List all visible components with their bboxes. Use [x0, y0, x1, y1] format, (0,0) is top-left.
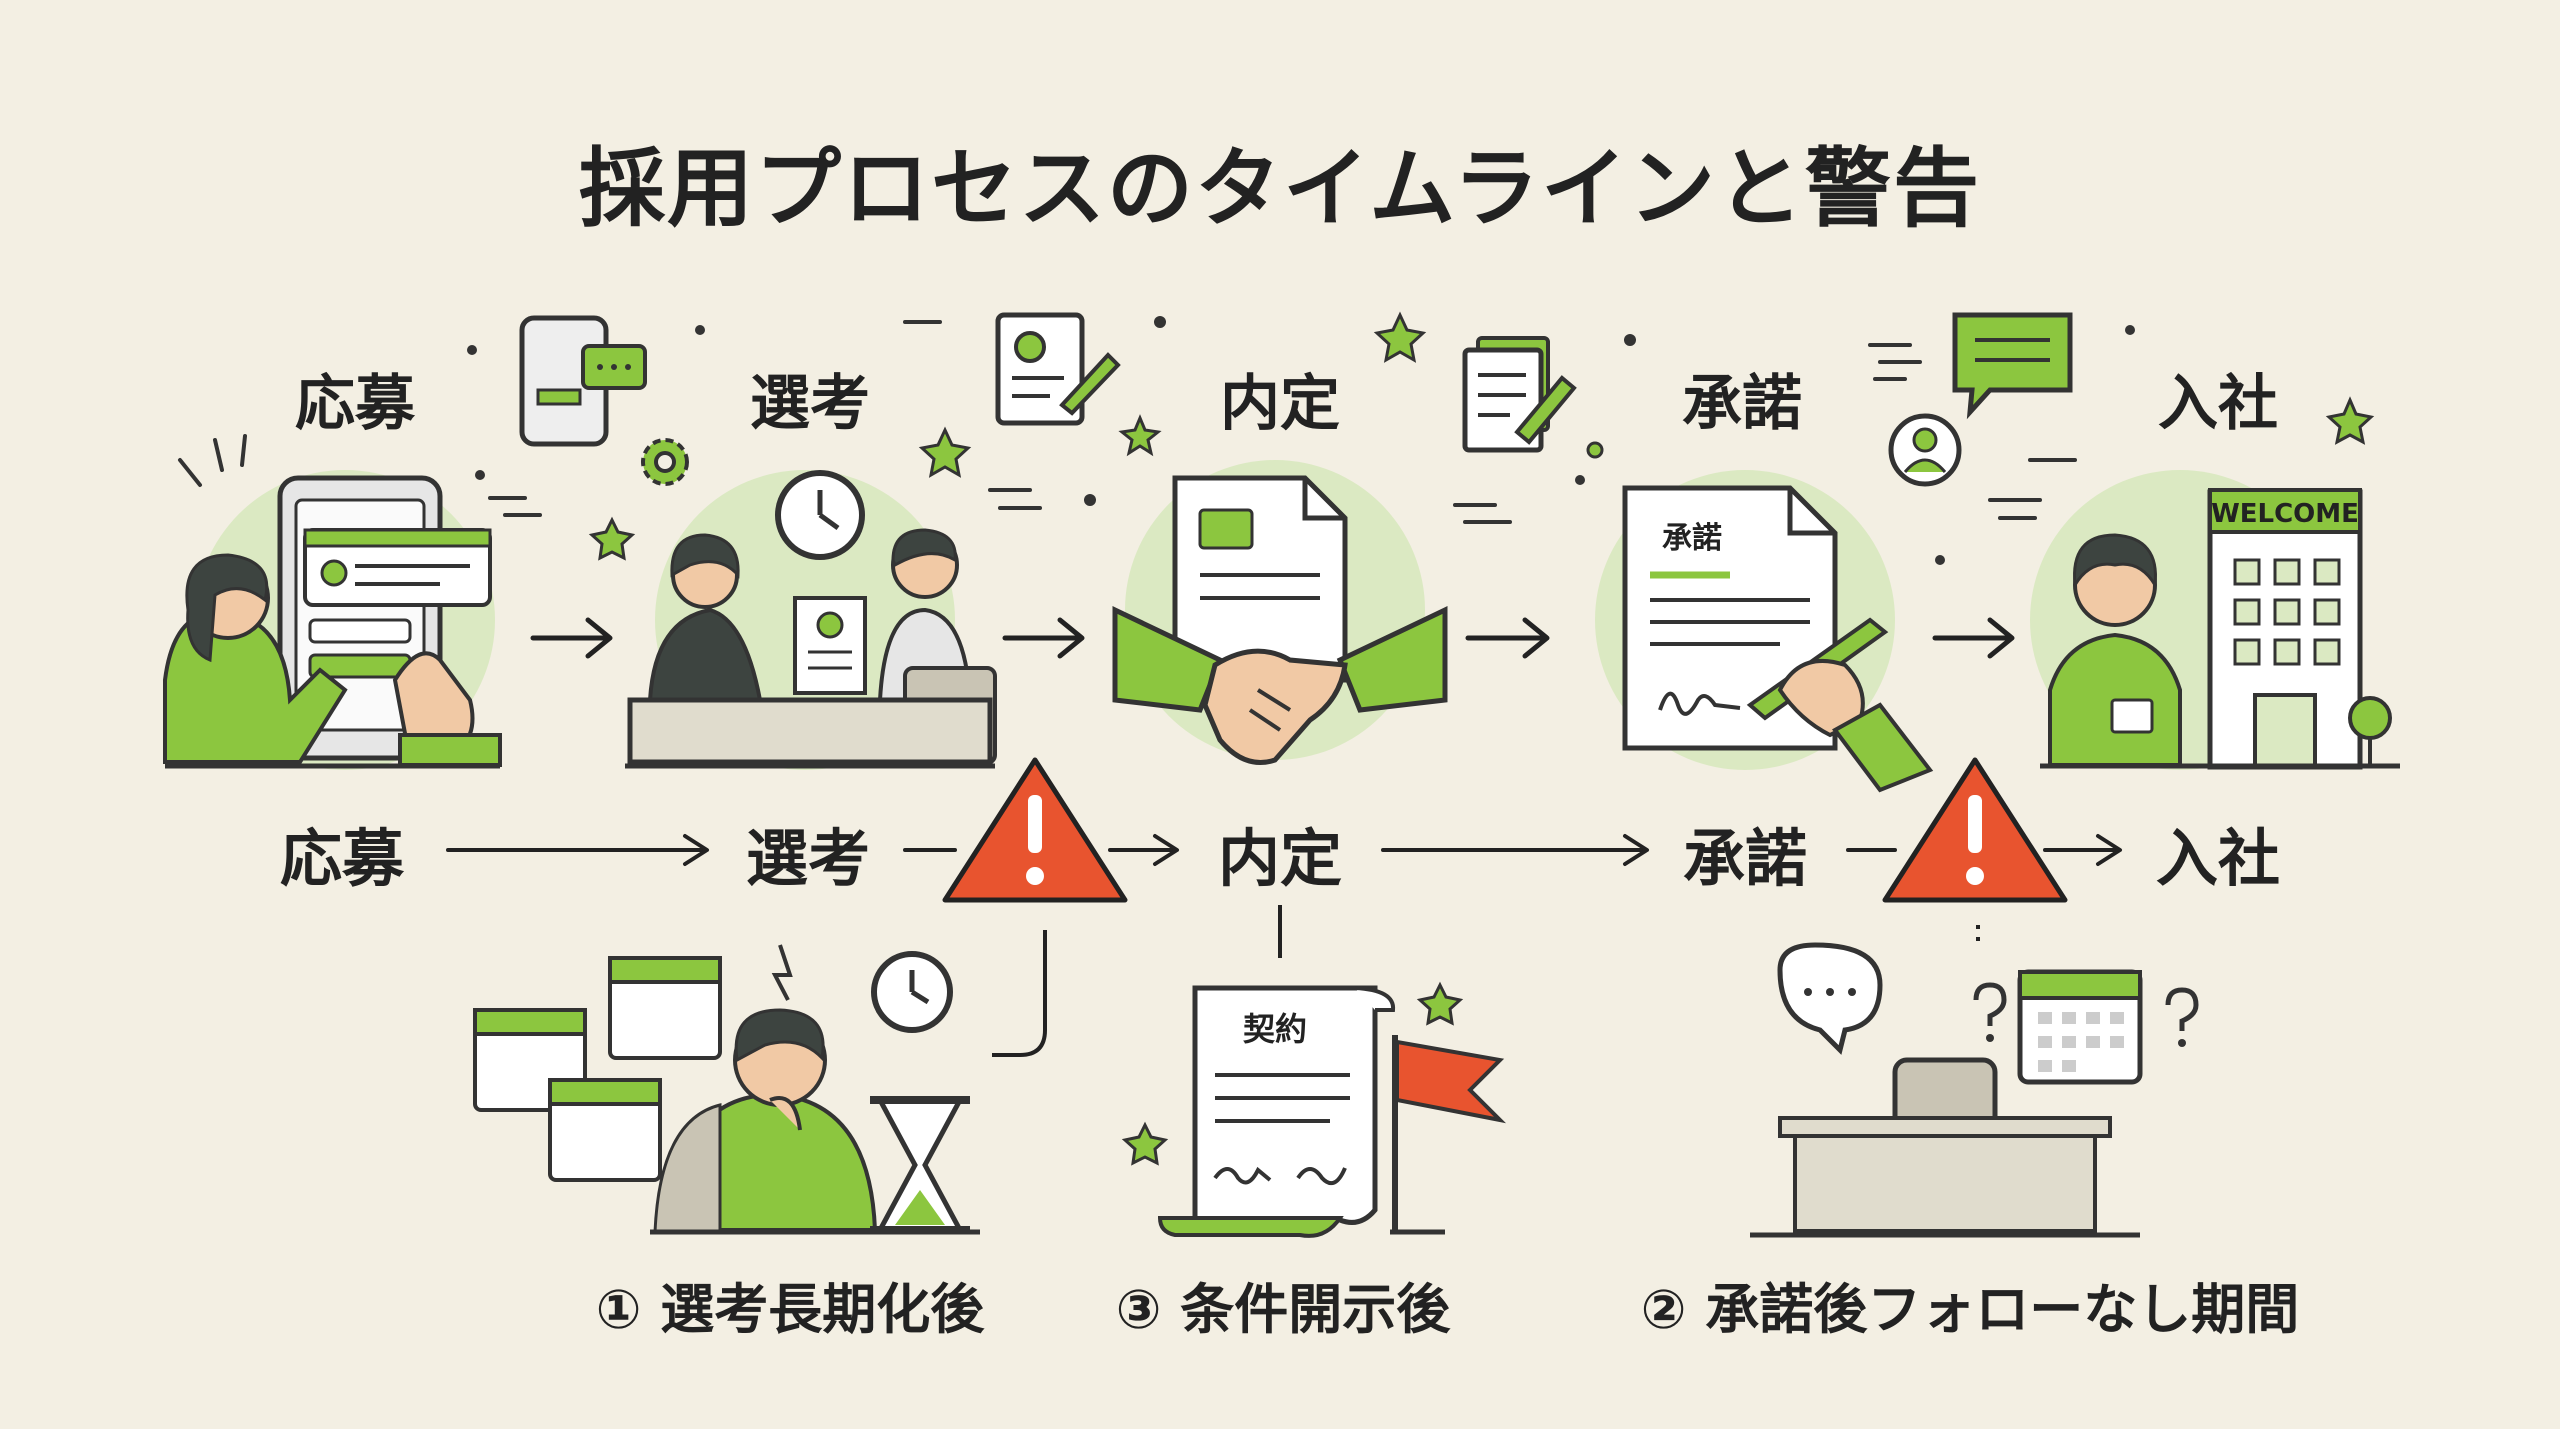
- contract-doc-title: 契約: [1243, 1010, 1307, 1048]
- empty-desk-illustration: [1750, 942, 2199, 1238]
- phone-chat-icon: [519, 315, 647, 447]
- decorative-dashes: [488, 320, 2077, 524]
- decorative-sparkles: [588, 311, 2375, 1166]
- stage-label-apply: 応募: [295, 369, 415, 439]
- welcome-building-illustration: WELCOME: [2030, 470, 2400, 770]
- timeline-arrows: [446, 834, 2122, 866]
- timeline-label-apply: 応募: [279, 822, 405, 895]
- warning-icon: [1882, 757, 2068, 903]
- applicant-phone-illustration: [163, 434, 502, 770]
- welcome-sign: WELCOME: [2211, 499, 2359, 529]
- warning-caption-3: ③ 条件開示後: [1115, 1278, 1451, 1341]
- resume-pen-icon: [995, 312, 1121, 426]
- warning-caption-1: ① 選考長期化後: [595, 1278, 985, 1341]
- stage-label-acceptance: 承諾: [1682, 369, 1802, 439]
- interview-illustration: [625, 470, 997, 770]
- stage-label-screening: 選考: [750, 369, 870, 439]
- stage-label-offer: 内定: [1220, 369, 1340, 439]
- gear-icon: [641, 438, 689, 486]
- warning-connectors: [992, 905, 1980, 1057]
- user-chat-icon: [1888, 312, 2073, 487]
- timeline-label-joining: 入社: [2155, 822, 2281, 895]
- warning-caption-2: ② 承諾後フォローなし期間: [1640, 1278, 2300, 1341]
- timeline-label-screening: 選考: [745, 822, 871, 895]
- document-pen-icon: [1462, 336, 1577, 453]
- prolonged-selection-illustration: [473, 944, 980, 1235]
- timeline-label-acceptance: 承諾: [1682, 822, 1808, 895]
- upper-flow-arrows: [530, 617, 2015, 659]
- acceptance-doc-title: 承諾: [1662, 521, 1722, 556]
- timeline-label-offer: 内定: [1217, 822, 1343, 895]
- stage-label-joining: 入社: [2158, 369, 2278, 439]
- signing-illustration: 承諾: [1595, 470, 1934, 793]
- decorative-dots: [467, 316, 2135, 565]
- page-title: 採用プロセスのタイムラインと警告: [579, 139, 1981, 239]
- handshake-illustration: [1112, 460, 1448, 765]
- warning-icon: [942, 757, 1128, 903]
- contract-flag-illustration: 契約: [1157, 985, 1507, 1238]
